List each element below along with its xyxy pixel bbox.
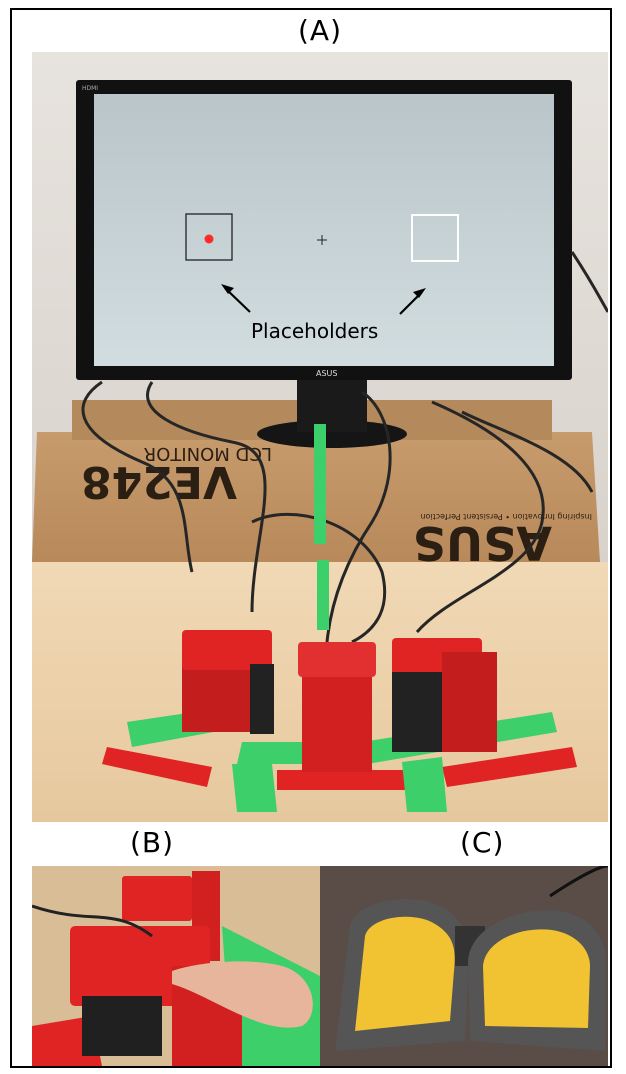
panel-c-label: (C) — [460, 826, 505, 859]
monitor-stand-neck — [297, 374, 367, 432]
foot-pedal-right — [468, 910, 606, 1051]
monitor-screen — [94, 94, 554, 366]
monitor: HDMI ASUS Placeholders — [76, 80, 572, 380]
foot-pedal-left — [335, 898, 469, 1051]
monitor-hdmi-text: HDMI — [82, 85, 98, 92]
device-b-front — [70, 926, 242, 1066]
box-model-text: VE248 — [81, 456, 237, 507]
annotation-text: Placeholders — [251, 319, 378, 343]
box-tagline-text: Inspiring Innovation • Persistent Perfec… — [420, 512, 592, 521]
monitor-stand-base — [257, 420, 407, 448]
green-tape-vertical — [314, 424, 326, 544]
device-right — [392, 638, 497, 752]
panel-c-photo — [320, 866, 608, 1066]
figure-frame: (A) — [10, 8, 612, 1068]
monitor-brand-logo: ASUS — [316, 369, 337, 378]
placeholder-left — [185, 213, 233, 261]
panel-b-photo — [32, 866, 320, 1066]
device-center — [298, 642, 376, 772]
panel-a-label: (A) — [298, 14, 343, 47]
panel-b-label: (B) — [130, 826, 175, 859]
device-b-back — [122, 871, 220, 961]
finger — [172, 961, 313, 1028]
panel-a-photo: VE248 LCD MONITOR ASUS Inspiring Innovat… — [32, 52, 608, 822]
box-sub-text: LCD MONITOR — [144, 443, 272, 464]
cables — [81, 251, 608, 644]
target-dot — [204, 234, 214, 244]
box-brand-text: ASUS — [413, 516, 552, 570]
device-left — [182, 630, 274, 734]
placeholder-right — [411, 214, 459, 262]
